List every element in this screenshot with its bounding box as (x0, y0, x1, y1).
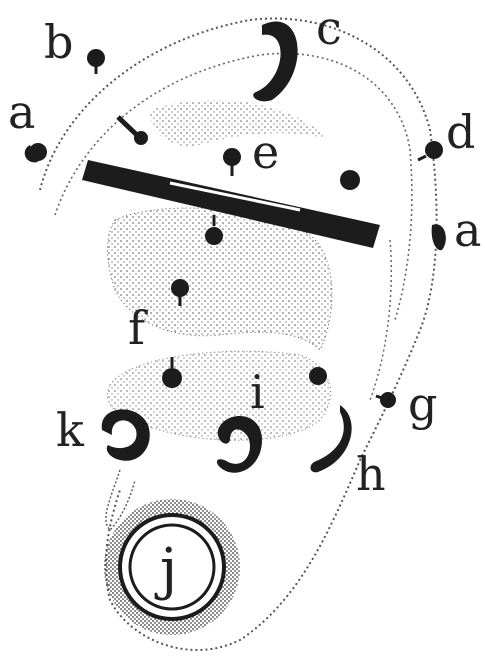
stud-d (418, 141, 443, 160)
label-g: g (408, 377, 437, 431)
label-b: b (44, 15, 73, 69)
label-e: e (252, 125, 279, 179)
stud-b (87, 49, 105, 74)
stud-a-right (432, 224, 446, 250)
stud-upper-conch (118, 117, 148, 145)
tragus-fold (370, 240, 391, 400)
label-f: f (128, 301, 148, 355)
label-h: h (356, 447, 386, 501)
label-k: k (56, 403, 85, 457)
label-a-right: a (454, 203, 481, 257)
label-a-upper-left: a (8, 85, 35, 139)
label-d: d (446, 105, 475, 159)
stud-g (376, 392, 396, 408)
ring-i (217, 416, 262, 473)
antihelix-fold (150, 100, 330, 146)
label-i: i (250, 365, 265, 419)
stud-a-left (25, 143, 47, 162)
stud-i (309, 367, 327, 385)
stud-right-upper (340, 170, 360, 190)
stud-e (223, 148, 241, 176)
label-c: c (316, 1, 342, 55)
ring-c (253, 21, 297, 101)
